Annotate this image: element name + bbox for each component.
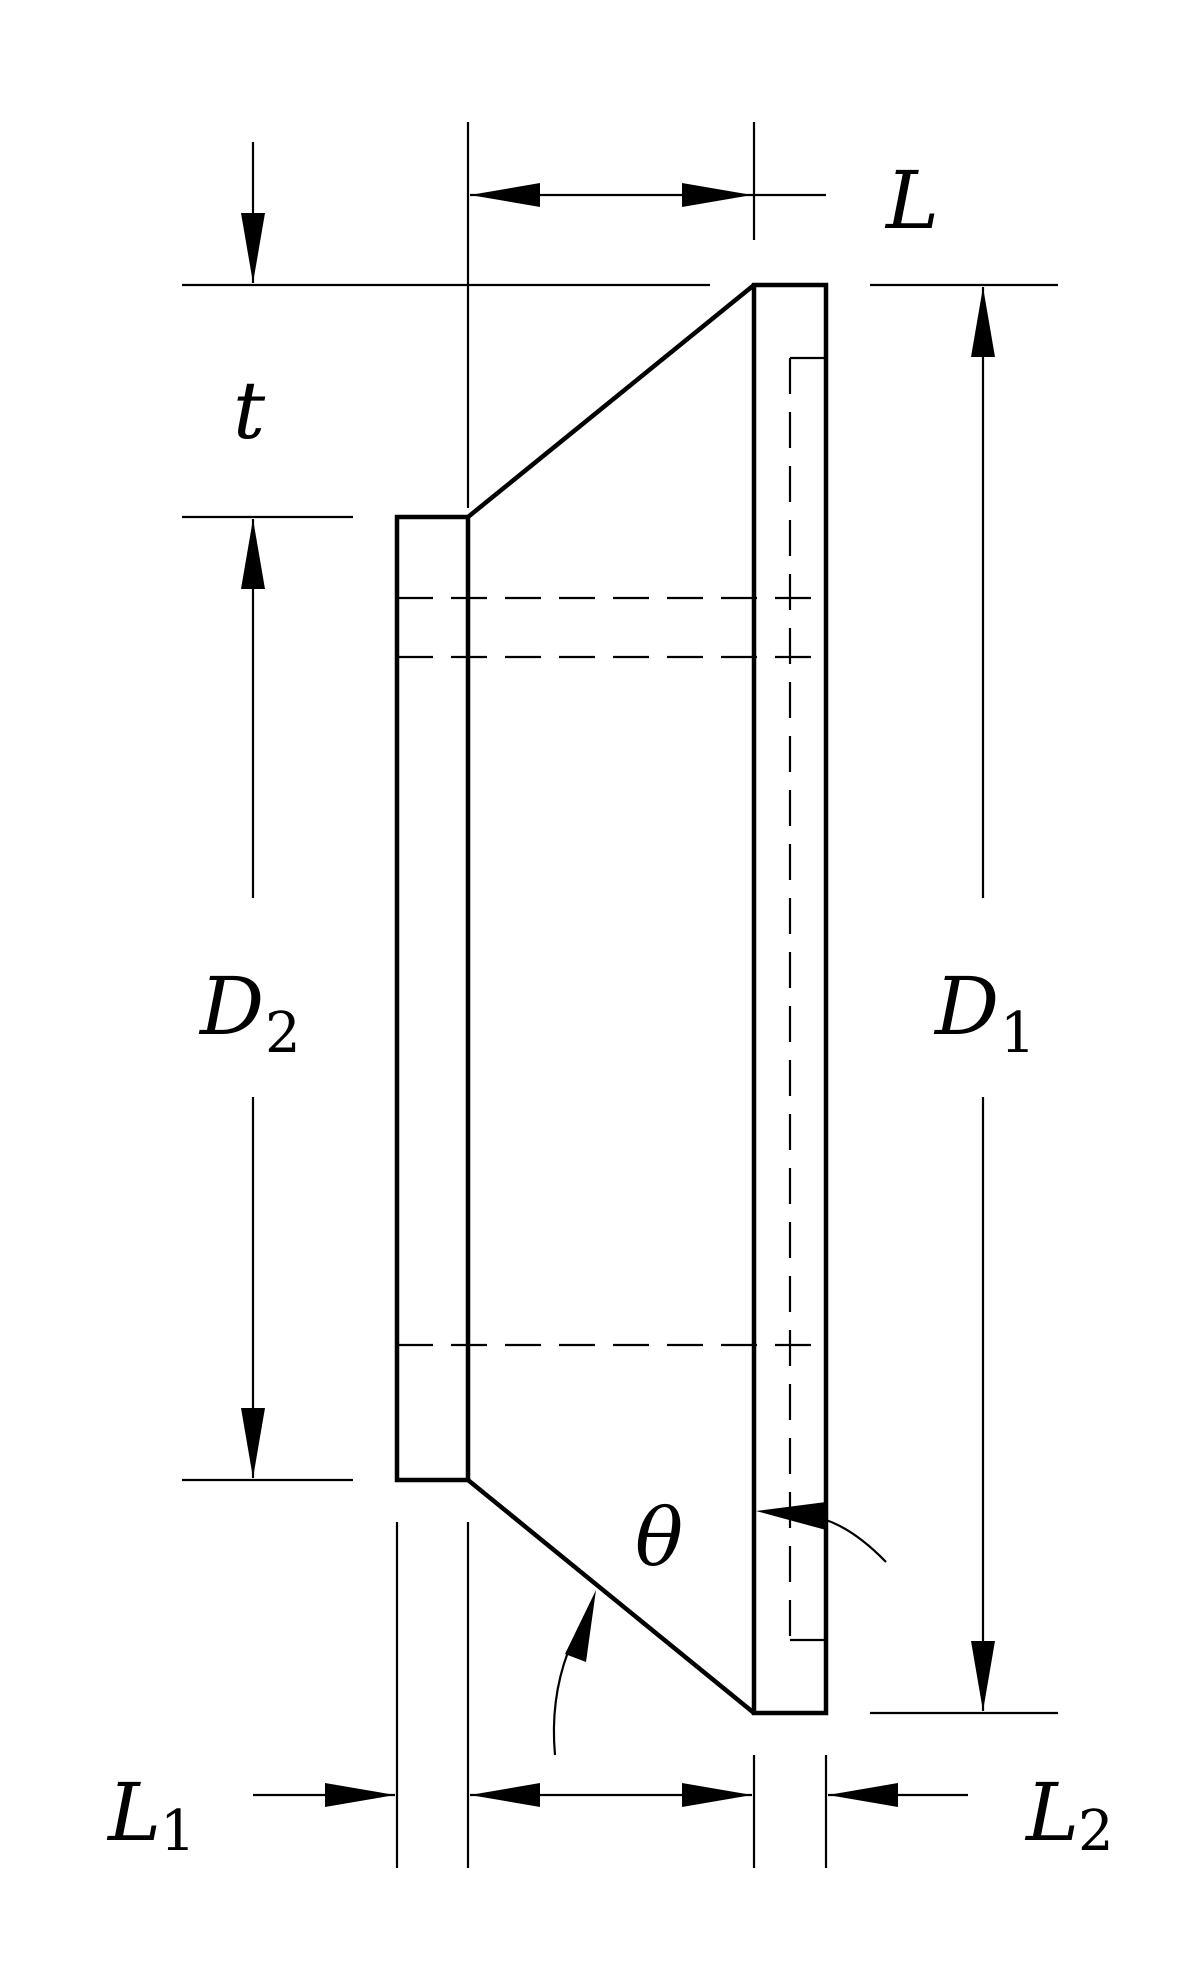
large-flange	[751, 282, 829, 1716]
arrowhead-d2-bottom	[241, 1408, 265, 1478]
label-theta: θ	[635, 1491, 683, 1584]
arrowhead-l-left	[470, 183, 540, 207]
label-l: L	[884, 154, 939, 247]
small-flange	[394, 514, 471, 1483]
arrowhead-theta-right	[756, 1502, 826, 1530]
arrowhead-d1-bottom	[971, 1641, 995, 1711]
cone-bottom-edge	[466, 1478, 756, 1715]
hidden-lines	[397, 356, 826, 1642]
theta-leader-left	[552, 1651, 570, 1756]
arrowhead-theta-left	[565, 1590, 596, 1662]
label-t: t	[233, 364, 266, 457]
dimension-d1: D 1	[933, 287, 1036, 1711]
arrowhead-l2-outer	[828, 1783, 898, 1807]
dimension-l1: L 1	[106, 1766, 752, 1864]
dimension-d2: D 2	[198, 519, 301, 1478]
arrowhead-d1-top	[971, 287, 995, 357]
arrowhead-d2-top	[241, 519, 265, 589]
label-d2: D	[198, 960, 264, 1053]
arrowhead-l1-inner-right	[682, 1783, 752, 1807]
label-d1-subscript: 1	[1000, 1001, 1036, 1066]
dimension-t: t	[233, 142, 266, 457]
extension-lines	[182, 122, 1058, 1868]
arrowhead-l-right	[682, 183, 752, 207]
arrowhead-l1-inner-left	[470, 1783, 540, 1807]
dimension-l2: L 2	[828, 1766, 1114, 1864]
arrowhead-t-top	[241, 213, 265, 283]
label-l2: L	[1024, 1766, 1079, 1859]
label-l1-subscript: 1	[160, 1799, 196, 1864]
part-outline	[394, 282, 829, 1716]
cone-top-edge	[466, 283, 756, 519]
label-l2-subscript: 2	[1078, 1799, 1114, 1864]
theta-leader-right	[825, 1518, 887, 1563]
label-d2-subscript: 2	[265, 1001, 301, 1066]
dimension-l: L	[470, 154, 939, 247]
label-l1: L	[106, 1766, 161, 1859]
arrowhead-l1-outer	[325, 1783, 395, 1807]
angle-theta: θ	[552, 1491, 887, 1756]
label-d1: D	[933, 960, 999, 1053]
